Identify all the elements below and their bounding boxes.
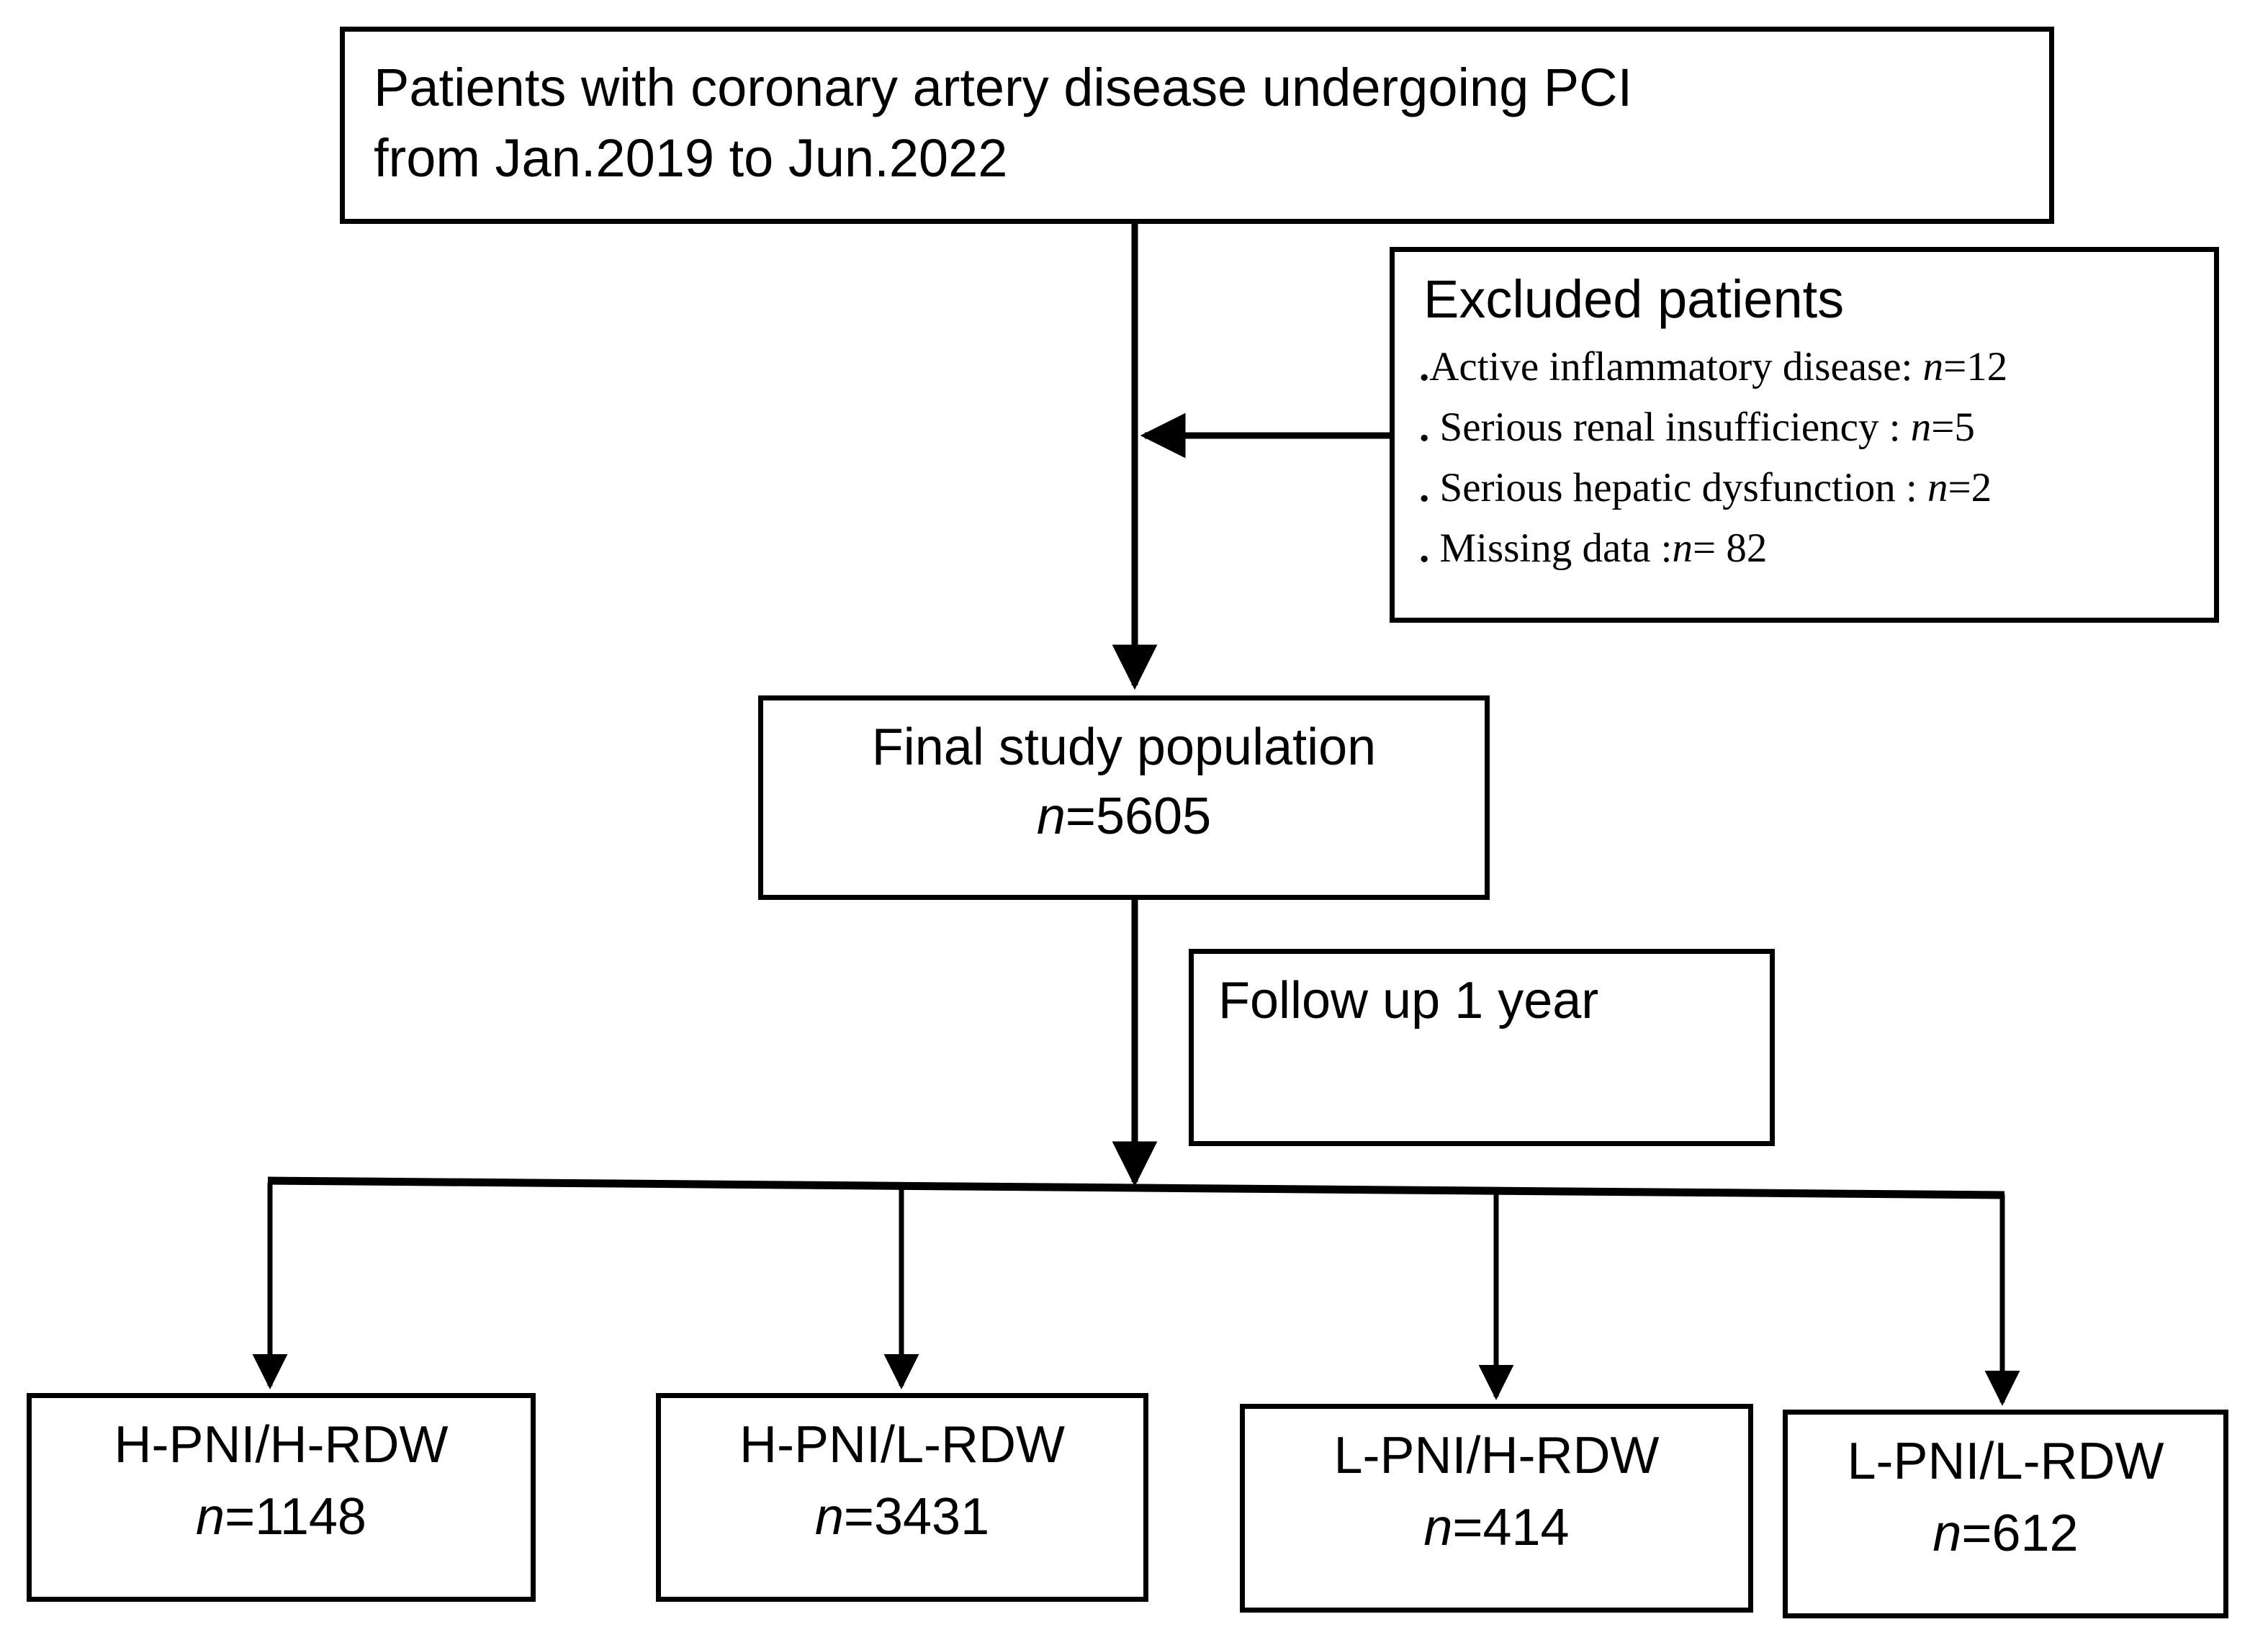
excluded-value-3: = 82	[1693, 526, 1768, 571]
group-value: =3431	[843, 1488, 990, 1546]
n-symbol: n	[814, 1488, 844, 1546]
excluded-value-1: =5	[1931, 405, 1975, 450]
group-value: =1148	[225, 1488, 366, 1546]
group-count: n=3431	[661, 1486, 1143, 1548]
n-symbol: n	[1922, 344, 1944, 389]
group-count: n=612	[1788, 1502, 2223, 1564]
group-label: H-PNI/H-RDW	[114, 1416, 449, 1474]
final-study-population-box: Final study population n=5605	[758, 695, 1490, 900]
excluded-label-1: Serious renal insufficiency :	[1439, 405, 1911, 450]
n-symbol: n	[1423, 1499, 1453, 1556]
list-item: . Serious renal insufficiency : n=5	[1419, 397, 2207, 458]
list-item: . Missing data :n= 82	[1419, 518, 2207, 579]
group-count: n=414	[1245, 1497, 1748, 1559]
final-population-value: =5605	[1065, 788, 1212, 845]
excluded-patients-box: Excluded patients .Active inflammatory d…	[1390, 247, 2219, 623]
n-symbol: n	[1927, 465, 1948, 510]
final-population-count: n=5605	[763, 785, 1485, 847]
bullet-icon: .	[1419, 526, 1440, 571]
group-box-h-pni-l-rdw: H-PNI/L-RDW n=3431	[656, 1393, 1148, 1602]
group-label: L-PNI/L-RDW	[1847, 1433, 2164, 1490]
excluded-value-0: =12	[1943, 344, 2008, 389]
group-box-l-pni-l-rdw: L-PNI/L-RDW n=612	[1783, 1410, 2228, 1618]
patient-cohort-box: Patients with coronary artery disease un…	[340, 27, 2054, 224]
excluded-label-3: Missing data :	[1439, 526, 1673, 571]
list-item: .Active inflammatory disease: n=12	[1419, 337, 2207, 397]
group-value: =414	[1452, 1499, 1570, 1556]
group-label: L-PNI/H-RDW	[1333, 1427, 1660, 1484]
excluded-label-2: Serious hepatic dysfunction :	[1439, 465, 1928, 510]
final-population-label: Final study population	[871, 718, 1377, 776]
group-value: =612	[1961, 1505, 2079, 1562]
bullet-icon: .	[1419, 344, 1430, 389]
n-symbol: n	[1932, 1505, 1962, 1562]
group-label: H-PNI/L-RDW	[739, 1416, 1065, 1474]
bullet-icon: .	[1419, 465, 1440, 510]
excluded-list: .Active inflammatory disease: n=12 . Ser…	[1419, 337, 2207, 579]
n-symbol: n	[1910, 405, 1932, 450]
n-symbol: n	[196, 1488, 225, 1546]
follow-up-label: Follow up 1 year	[1218, 972, 1599, 1029]
bullet-icon: .	[1419, 405, 1440, 450]
cohort-line-2: from Jan.2019 to Jun.2022	[374, 128, 1008, 188]
excluded-value-2: =2	[1948, 465, 1992, 510]
split-bar	[267, 1176, 2005, 1199]
group-box-h-pni-h-rdw: H-PNI/H-RDW n=1148	[27, 1393, 536, 1602]
n-symbol: n	[1036, 788, 1066, 845]
group-box-l-pni-h-rdw: L-PNI/H-RDW n=414	[1240, 1404, 1753, 1613]
cohort-line-1: Patients with coronary artery disease un…	[374, 58, 1633, 117]
n-symbol: n	[1672, 526, 1693, 571]
excluded-label-0: Active inflammatory disease:	[1429, 344, 1923, 389]
follow-up-box: Follow up 1 year	[1189, 949, 1775, 1146]
group-count: n=1148	[32, 1486, 531, 1548]
excluded-heading: Excluded patients	[1423, 269, 1845, 329]
list-item: . Serious hepatic dysfunction : n=2	[1419, 458, 2207, 518]
